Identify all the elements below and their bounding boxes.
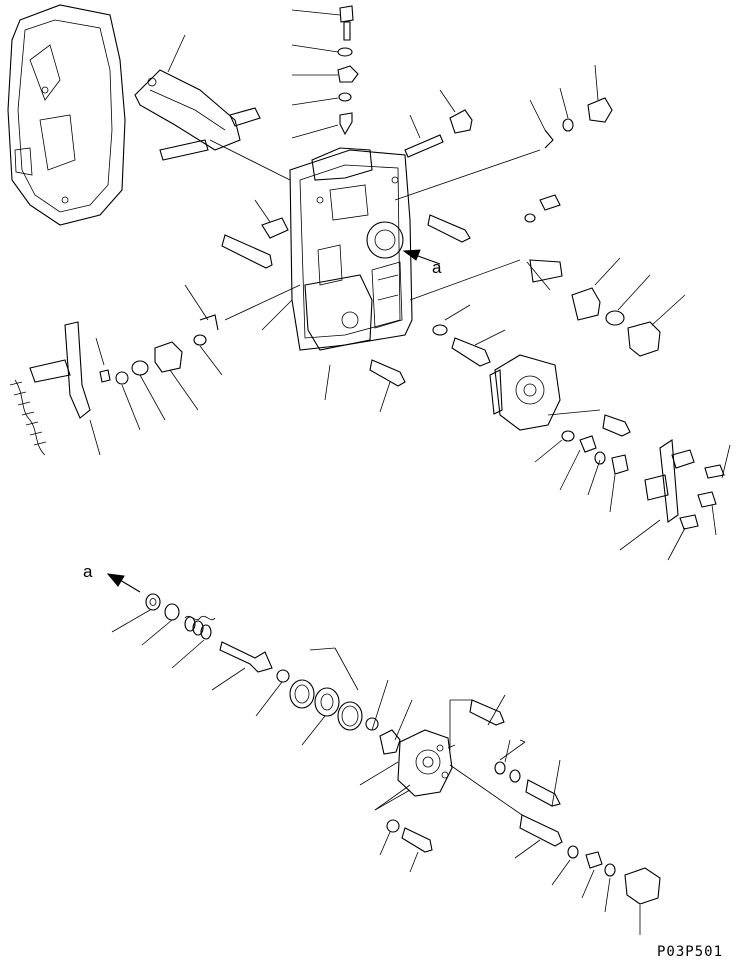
lever-bracket: [134, 34, 261, 161]
bolt-left-of-housing: [209, 139, 391, 413]
lower-governor-body: [359, 699, 526, 816]
drawing-code: P03P501: [657, 944, 724, 960]
reference-arrow-bottom: [106, 573, 141, 593]
bolt-stack-top: [291, 5, 359, 139]
lower-bolts-caps: [379, 694, 661, 935]
reference-label-a-bottom: a: [83, 562, 93, 581]
small-parts-below-cover: [534, 414, 631, 513]
lower-shaft-assembly: [111, 593, 413, 755]
cover-plate: [489, 354, 601, 431]
long-bolts-right: [409, 194, 563, 301]
caps-right: [571, 257, 686, 357]
pump-housing-casing: [7, 4, 126, 226]
right-bracket-assembly: [619, 439, 731, 561]
bolts-centre-right: [369, 304, 506, 387]
reference-label-a-top: a: [432, 258, 442, 277]
left-lever-assembly: [9, 284, 301, 456]
governor-housing: [289, 147, 413, 351]
pins-upper-right: [394, 64, 613, 201]
reference-arrow-top: [402, 249, 441, 265]
